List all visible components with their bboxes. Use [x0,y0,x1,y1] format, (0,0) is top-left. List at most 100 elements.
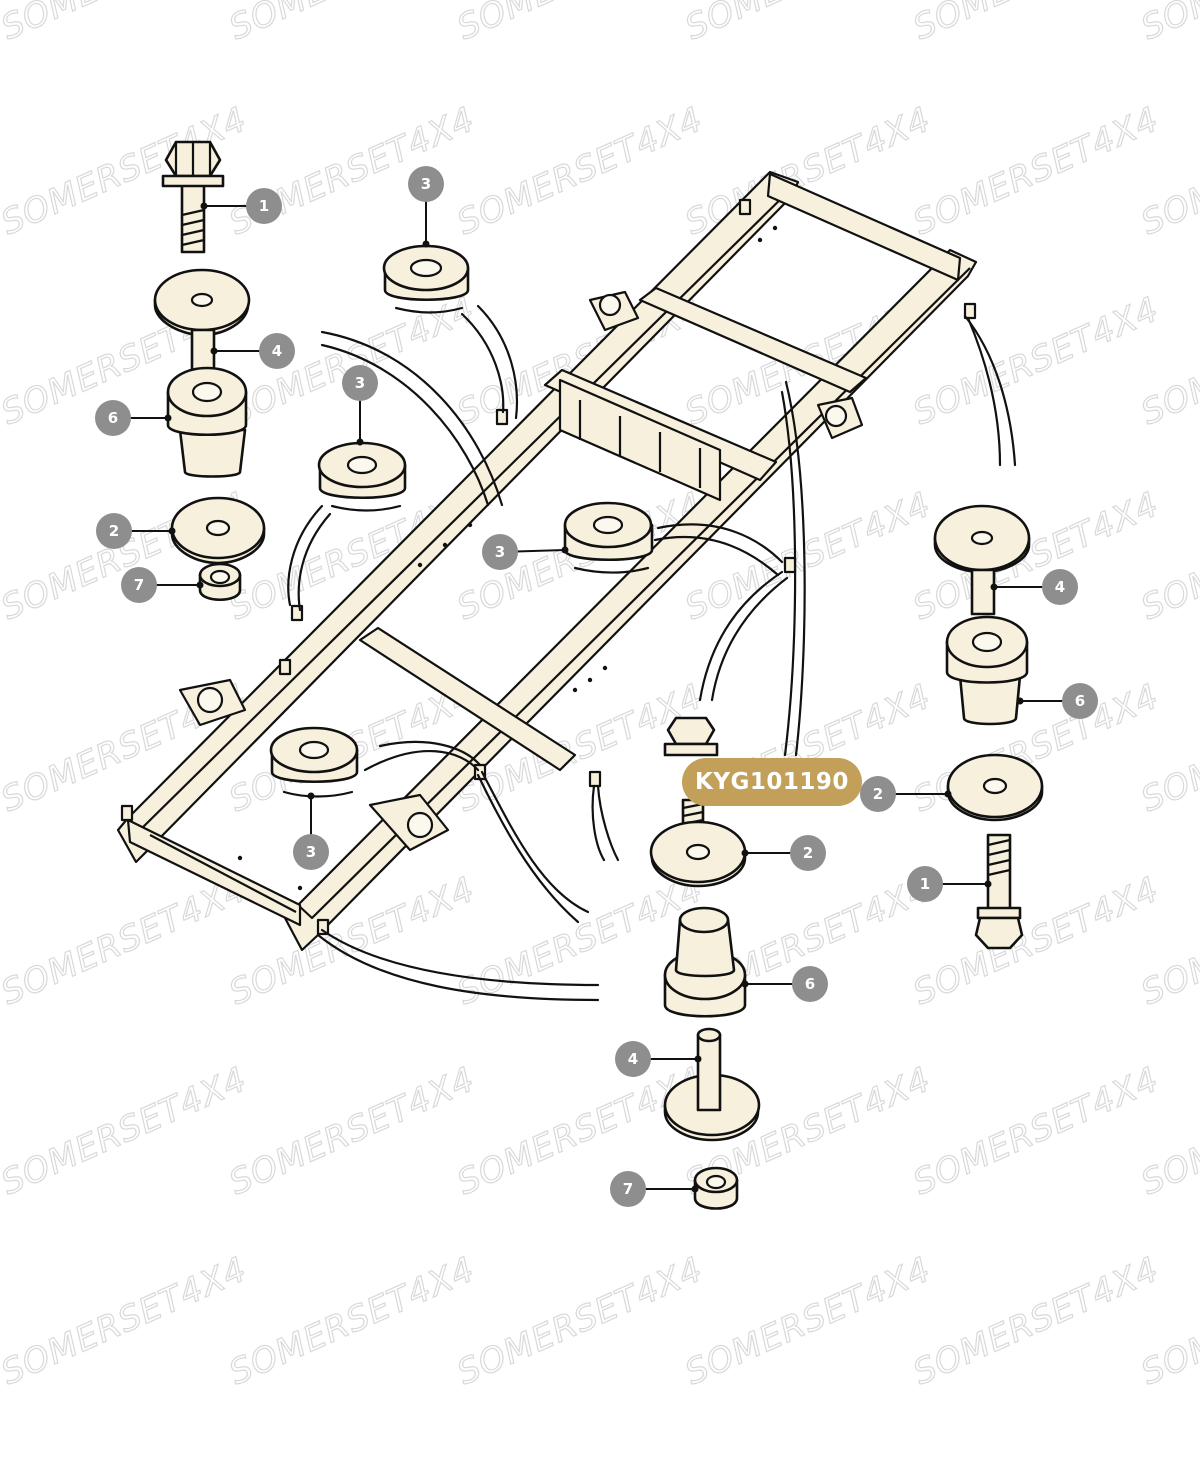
callout-leader-dot [944,790,952,798]
watermark-layer: SOMERSET4X4SOMERSET4X4SOMERSET4X4SOMERSE… [0,0,1200,1394]
callout-4: 4 [615,1041,702,1077]
watermark-text: SOMERSET4X4 [1135,0,1200,48]
mount-washer-part [663,1027,761,1142]
flange-nut-part [198,562,242,601]
callout-bubble [246,188,282,224]
callout-leader-dot [200,202,208,210]
callout-3: 3 [408,166,444,248]
callout-bubble [615,1041,651,1077]
callout-number: 4 [1055,578,1065,596]
callout-number: 2 [109,522,119,540]
callout-bubble [259,333,295,369]
callout-number: 3 [495,543,505,561]
callout-number: 7 [623,1180,633,1198]
flange-nut-part [693,1166,739,1210]
watermark-text: SOMERSET4X4 [451,0,709,48]
callout-leader-dot [741,849,749,857]
right-mount-stack [933,504,1044,950]
callout-3: 3 [482,534,569,570]
callout-4: 4 [990,569,1078,605]
centre-mount-stack [649,716,761,1210]
watermark-text: SOMERSET4X4 [907,1059,1165,1203]
callout-2: 2 [860,776,952,812]
callout-bubble [1042,569,1078,605]
watermark-text: SOMERSET4X4 [451,99,709,243]
callout-number: 3 [421,175,431,193]
chassis-frame [116,170,978,952]
callout-bubble [1062,683,1098,719]
callout-bubble [95,400,131,436]
callout-leader-dot [1016,697,1024,705]
callout-bubble [792,966,828,1002]
callout-bubble [342,365,378,401]
watermark-text: SOMERSET4X4 [907,99,1165,243]
callout-bubble [790,835,826,871]
watermark-text: SOMERSET4X4 [907,869,1165,1013]
mount-posts [120,198,977,936]
callout-leader-dot [196,581,204,589]
callout-leader-dot [990,583,998,591]
left-mount-stack [153,140,266,601]
spacer-pad-3 [563,501,654,574]
callout-3: 3 [293,792,329,870]
callout-4: 4 [210,333,295,369]
watermark-text: SOMERSET4X4 [907,0,1165,48]
callout-number: 4 [628,1050,638,1068]
watermark-text: SOMERSET4X4 [0,1249,253,1393]
callout-number: 7 [134,576,144,594]
bolt-part [161,140,225,254]
mount-washer-part [933,504,1031,616]
callout-3: 3 [342,365,378,446]
callout-number: 6 [805,975,815,993]
washer-part [649,820,747,888]
callout-leader-dot [984,880,992,888]
connector-curves [287,304,1017,1002]
callout-number: 2 [803,844,813,862]
callout-leader-dot [356,438,364,446]
watermark-text: SOMERSET4X4 [907,289,1165,433]
callout-bubble [482,534,518,570]
callout-7: 7 [121,567,204,603]
watermark-text: SOMERSET4X4 [0,1059,253,1203]
callout-7: 7 [610,1171,699,1207]
callout-bubble [610,1171,646,1207]
watermark-text: SOMERSET4X4 [679,0,937,48]
watermark-text: SOMERSET4X4 [907,1249,1165,1393]
callout-number: 4 [272,342,282,360]
watermark-text: SOMERSET4X4 [223,0,481,48]
watermark-text: SOMERSET4X4 [223,1059,481,1203]
callout-6: 6 [741,966,828,1002]
callout-leader-dot [422,240,430,248]
rubber-bush-part [945,615,1029,726]
washer-part [170,496,266,565]
rubber-bush-part [166,366,248,478]
callout-leader-dot [307,792,315,800]
callout-2: 2 [741,835,826,871]
callout-bubble [293,834,329,870]
callout-number: 6 [108,409,118,427]
callout-1: 1 [200,188,282,224]
callout-leader-dot [164,414,172,422]
callout-leader-dot [210,347,218,355]
callout-number: 6 [1075,692,1085,710]
callout-leader-dot [694,1055,702,1063]
callout-number: 3 [306,843,316,861]
watermark-text: SOMERSET4X4 [679,1249,937,1393]
callout-number: 1 [259,197,269,215]
part-number-badge: KYG101190 [682,758,862,806]
callout-bubble [408,166,444,202]
watermark-text: SOMERSET4X4 [0,869,253,1013]
rubber-bush-part [663,906,747,1018]
watermark-text: SOMERSET4X4 [223,1249,481,1393]
callout-number: 3 [355,374,365,392]
watermark-text: SOMERSET4X4 [451,1059,709,1203]
callout-number: 2 [873,785,883,803]
callout-bubble [121,567,157,603]
callout-bubble [860,776,896,812]
watermark-text: SOMERSET4X4 [679,99,937,243]
callout-2: 2 [96,513,176,549]
callout-leader-dot [691,1185,699,1193]
